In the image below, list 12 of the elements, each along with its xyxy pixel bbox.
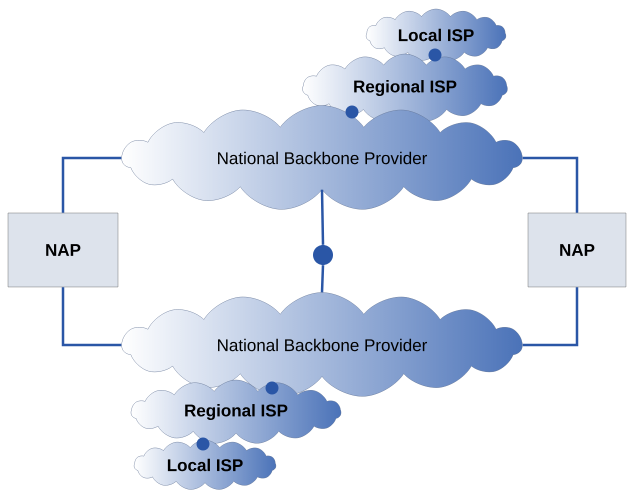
connector-line — [320, 265, 324, 292]
nap-box: NAP — [8, 212, 118, 288]
connector-line — [522, 156, 578, 213]
isp-cloud: Local ISP — [366, 8, 506, 61]
connector-line — [62, 287, 122, 346]
connector-line — [522, 287, 578, 346]
connector-line — [320, 190, 324, 245]
nap-box: NAP — [528, 212, 626, 288]
connector-line — [62, 156, 122, 213]
isp-cloud: Regional ISP — [130, 380, 342, 444]
junction-dot — [313, 245, 333, 265]
isp-cloud: Local ISP — [134, 440, 276, 490]
